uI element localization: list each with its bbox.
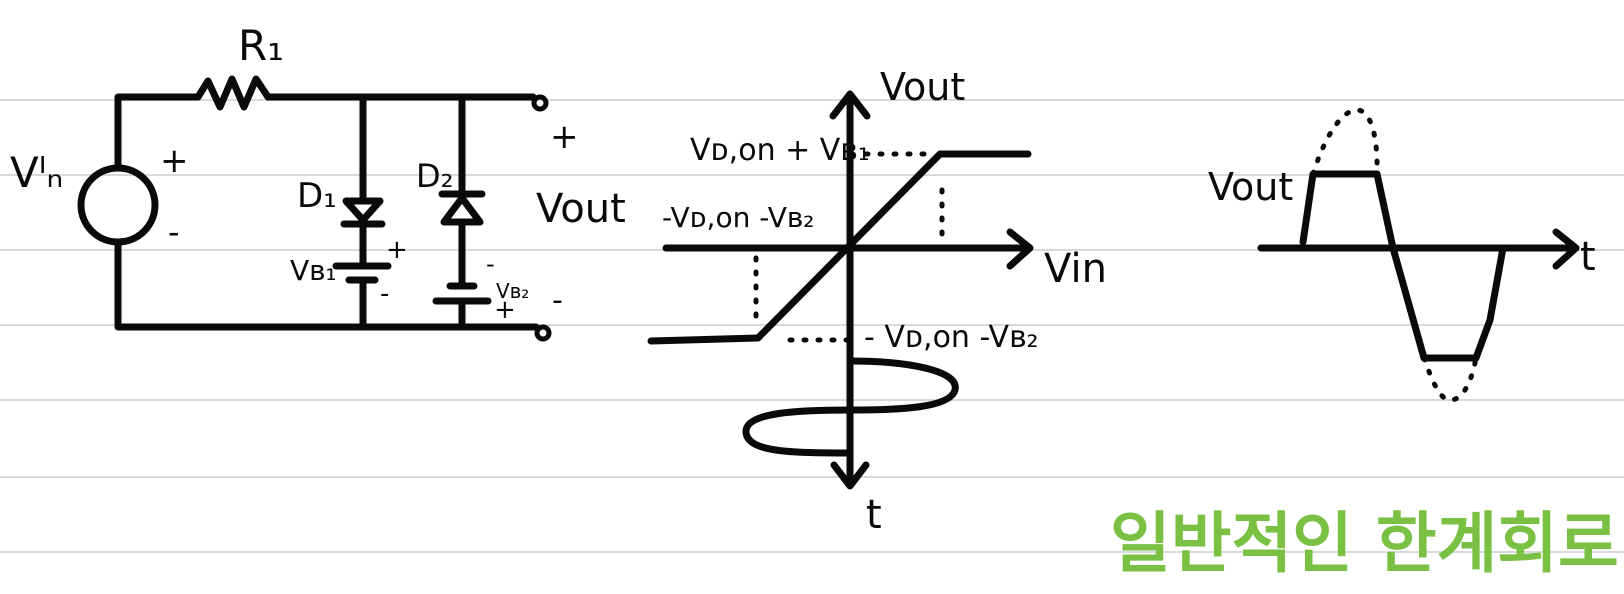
- caption-general-limiter: 일반적인 한계회로: [1110, 505, 1619, 582]
- label-t-axis-transfer: t: [866, 492, 882, 538]
- label-t-axis-waveform: t: [1580, 234, 1596, 280]
- label-source-minus: -: [168, 213, 180, 251]
- resistor-r1: [194, 75, 272, 111]
- output-waveform-plot: Vout t: [1208, 107, 1596, 403]
- label-vin-axis: Vin: [1044, 246, 1107, 292]
- label-out-plus: +: [550, 117, 579, 157]
- label-vin-source: Vᴵₙ: [10, 148, 63, 197]
- waveform-t-arrowhead: [1552, 228, 1580, 270]
- label-vout-axis: Vout: [880, 65, 965, 109]
- circuit-wire-bottom: [114, 239, 540, 331]
- label-vout-waveform: Vout: [1208, 165, 1293, 209]
- limiter-circuit: R₁ Vᴵₙ + - D₁ D₂ Vʙ₁ + - - Vʙ₂ + + Vout …: [10, 21, 626, 342]
- label-r1: R₁: [238, 21, 284, 70]
- circuit-wire-top-left: [114, 93, 202, 172]
- unclipped-negative-peak: [1421, 355, 1479, 403]
- output-terminal-bottom: [534, 324, 552, 342]
- transfer-curve: [647, 150, 1032, 345]
- transfer-t-arrowhead: [830, 461, 870, 490]
- transfer-y-arrowhead: [829, 90, 871, 120]
- label-lower-level-left: -Vᴅ,on -Vʙ₂: [662, 201, 814, 234]
- clipped-output-waveform: [1299, 170, 1507, 362]
- label-d1: D₁: [297, 176, 337, 216]
- label-vb1-minus: -: [380, 279, 389, 309]
- label-lower-level-right: - Vᴅ,on -Vʙ₂: [864, 320, 1038, 355]
- transfer-characteristic: Vout Vin t Vᴅ,on + Vʙ₁ -Vᴅ,on -Vʙ₂ - Vᴅ,…: [647, 65, 1107, 538]
- label-vb2-minus: -: [486, 250, 495, 278]
- label-out-minus: -: [552, 283, 563, 318]
- transfer-x-arrowhead: [1006, 228, 1034, 270]
- diode-d1-triangle: [342, 197, 384, 224]
- diode-d2-triangle: [440, 194, 484, 226]
- output-terminal-top: [531, 94, 549, 112]
- label-upper-level: Vᴅ,on + Vʙ₁: [690, 133, 870, 168]
- label-vb1-plus: +: [386, 235, 408, 265]
- label-d2: D₂: [416, 157, 453, 195]
- label-vb1: Vʙ₁: [290, 254, 337, 287]
- label-vout-circuit: Vout: [536, 186, 626, 232]
- label-source-plus: +: [160, 141, 189, 181]
- label-vb2-plus: +: [494, 295, 516, 325]
- input-sine-wave: [742, 357, 959, 457]
- label-vb2: Vʙ₂: [496, 279, 529, 303]
- unclipped-positive-peak: [1310, 107, 1380, 177]
- voltage-source: [77, 164, 159, 246]
